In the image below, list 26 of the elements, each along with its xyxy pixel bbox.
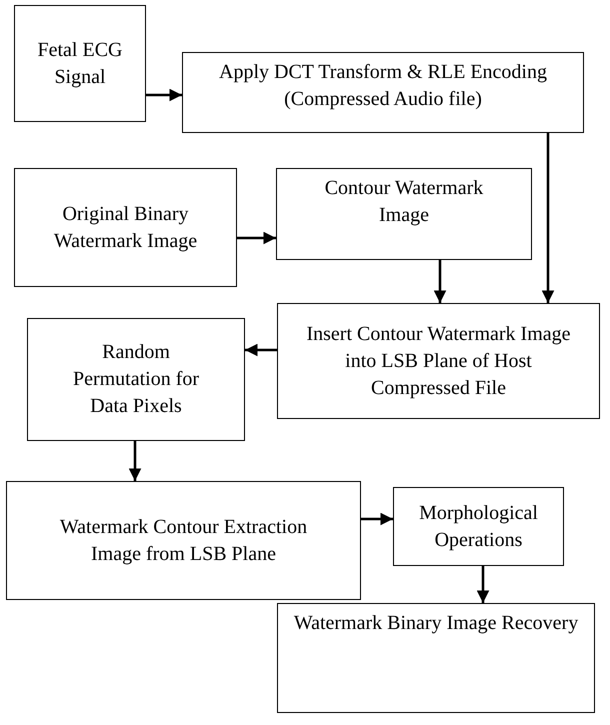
process-box xyxy=(6,481,361,600)
process-box xyxy=(27,318,245,441)
arrow xyxy=(434,260,446,303)
box-label: Fetal ECG Signal xyxy=(36,38,124,90)
arrow xyxy=(476,566,490,603)
process-box xyxy=(277,303,600,419)
process-box xyxy=(14,5,146,122)
process-box xyxy=(182,52,584,133)
arrow xyxy=(128,441,142,481)
box-label: Watermark Binary Image Recovery xyxy=(294,611,578,636)
process-box xyxy=(276,168,532,260)
process-box xyxy=(277,603,595,713)
process-box xyxy=(14,168,237,287)
process-box xyxy=(393,487,564,566)
box-label: Random Permutation for Data Pixels xyxy=(72,340,200,419)
box-label: Apply DCT Transform & RLE Encoding (Compressed Audio file) xyxy=(218,60,548,112)
box-label: Watermark Contour Extraction Image from LSB Plane xyxy=(58,514,308,566)
arrow xyxy=(542,133,554,303)
arrow xyxy=(361,512,393,526)
box-label: Original Binary Watermark Image xyxy=(52,202,198,254)
box-label: Insert Contour Watermark Image into LSB Plane of Host Compressed File xyxy=(305,322,572,400)
arrow xyxy=(146,88,182,102)
arrow xyxy=(237,232,276,244)
box-label: Morphological Operations xyxy=(418,500,539,552)
box-label: Contour Watermark Image xyxy=(324,176,484,228)
arrow xyxy=(245,344,277,356)
